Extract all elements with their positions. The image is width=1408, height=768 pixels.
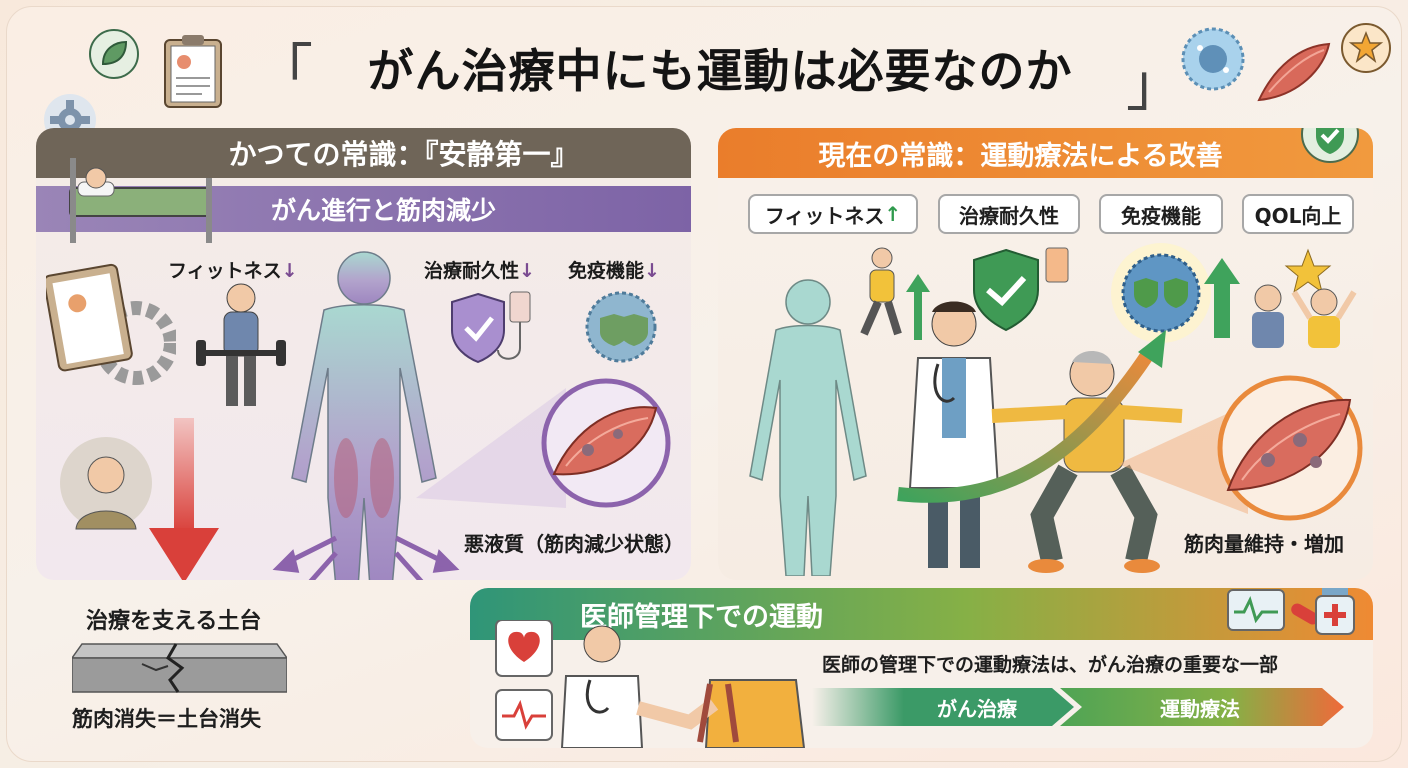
- medical-monitor-icon: [1227, 589, 1285, 631]
- process-chevrons: [812, 688, 1344, 726]
- cachexia-muscle-zoom: [416, 378, 671, 508]
- down-arrow-icon: ↓: [644, 260, 660, 282]
- up-trend-arrow-icon: [1204, 258, 1240, 338]
- supervised-description: 医師の管理下での運動療法は、がん治療の重要な一部: [822, 654, 1279, 676]
- shield-check-icon: [451, 291, 531, 364]
- green-shield-check-icon: [973, 247, 1069, 332]
- supervised-header-text: 医師管理下での運動: [580, 601, 823, 633]
- current-header: 現在の常識：運動療法による改善: [718, 128, 1373, 178]
- muscle-fiber-icon: [1257, 42, 1331, 102]
- progress-curve-arrow: [897, 330, 1166, 503]
- clipboard-icon: [164, 35, 222, 108]
- tag-fitness-text: フィットネス: [764, 203, 885, 228]
- star-badge-icon: [1341, 23, 1391, 73]
- page-title: 「 がん治療中にも運動は必要なのか 」: [255, 28, 1184, 119]
- label-muscle-maintenance: 筋肉量維持・増加: [1184, 532, 1344, 556]
- up-arrow-icon: ↑: [884, 202, 902, 226]
- elderly-man-icon: [60, 437, 152, 530]
- tag-treatment-tolerance-text: 治療耐久性: [959, 203, 1059, 228]
- past-common-sense-panel: かつての常識：『安静第一』 がん進行と筋肉減少 フィットネス↓: [36, 128, 691, 580]
- pills-icon: [1291, 603, 1319, 625]
- leaf-icon: [89, 29, 139, 79]
- supervised-header: 医師管理下での運動: [470, 588, 1373, 640]
- label-treatment-tolerance-down: 治療耐久性↓: [424, 256, 535, 283]
- immune-function-text: 免疫機能: [568, 260, 645, 282]
- healthy-muscle-zoom: [1118, 375, 1363, 521]
- doctor-icon: [908, 301, 1000, 568]
- past-header: かつての常識：『安静第一』: [36, 128, 691, 178]
- tag-immune-function: 免疫機能: [1099, 194, 1223, 234]
- treatment-tolerance-text: 治療耐久性: [424, 260, 520, 282]
- tag-immune-function-text: 免疫機能: [1121, 203, 1201, 228]
- cracked-foundation-icon: [72, 643, 287, 693]
- human-body-figure-healthy: [749, 279, 867, 576]
- label-cachexia: 悪液質（筋肉減少状態）: [464, 532, 684, 556]
- foundation-title: 治療を支える土台: [86, 609, 262, 634]
- title-close-bracket: 」: [1125, 51, 1185, 119]
- title-text: がん治療中にも運動は必要なのか: [367, 44, 1073, 98]
- label-fitness-down: フィットネス↓: [168, 256, 298, 283]
- tag-qol-text: QOL向上: [1254, 203, 1342, 228]
- label-immune-down: 免疫機能↓: [568, 256, 660, 283]
- tag-fitness-up: フィットネス↑: [748, 194, 918, 234]
- tag-treatment-tolerance: 治療耐久性: [938, 194, 1080, 234]
- green-shield-badge-icon: [1301, 128, 1359, 163]
- happy-family-icon: [1252, 248, 1357, 348]
- decline-arrow-icon: [149, 418, 219, 580]
- current-common-sense-panel: 現在の常識：運動療法による改善 フィットネス↑ 治療耐久性 免疫機能 QOL向上: [718, 128, 1373, 580]
- past-subheader-text: がん進行と筋肉減少: [270, 196, 496, 225]
- immune-cell-icon: [1181, 27, 1245, 91]
- medicine-bottle-icon: [1315, 588, 1355, 635]
- muscle-loss-arrows: [272, 535, 460, 580]
- current-header-text: 現在の常識：運動療法による改善: [818, 140, 1223, 172]
- step-exercise-therapy: 運動療法: [1160, 696, 1240, 721]
- down-arrow-icon: ↓: [519, 260, 535, 282]
- runner-icon: [860, 247, 930, 340]
- clipboard-gear-icon: [46, 263, 176, 385]
- hospital-bed-icon: [69, 158, 212, 243]
- squatting-woman-icon: [991, 350, 1183, 573]
- past-header-text: かつての常識：『安静第一』: [228, 138, 579, 171]
- down-arrow-icon: ↓: [281, 260, 298, 282]
- doctor-handshake-icon: [560, 625, 806, 748]
- supervised-exercise-panel: 医師管理下での運動 医師の管理下での運動療法は、がん治療の重要な一部 が: [470, 588, 1373, 748]
- weightlifter-icon: [196, 283, 286, 406]
- tag-qol-up: QOL向上: [1242, 194, 1354, 234]
- heart-monitor-card-icon: [495, 620, 553, 741]
- step-cancer-treatment: がん治療: [937, 696, 1017, 721]
- weak-immune-cell-icon: [585, 291, 657, 363]
- human-body-figure: [291, 251, 437, 580]
- fitness-text: フィットネス: [168, 260, 282, 282]
- title-open-bracket: 「: [255, 37, 315, 105]
- strong-immune-cell-icon: [1111, 243, 1211, 343]
- foundation-subtitle: 筋肉消失＝土台消失: [72, 707, 261, 731]
